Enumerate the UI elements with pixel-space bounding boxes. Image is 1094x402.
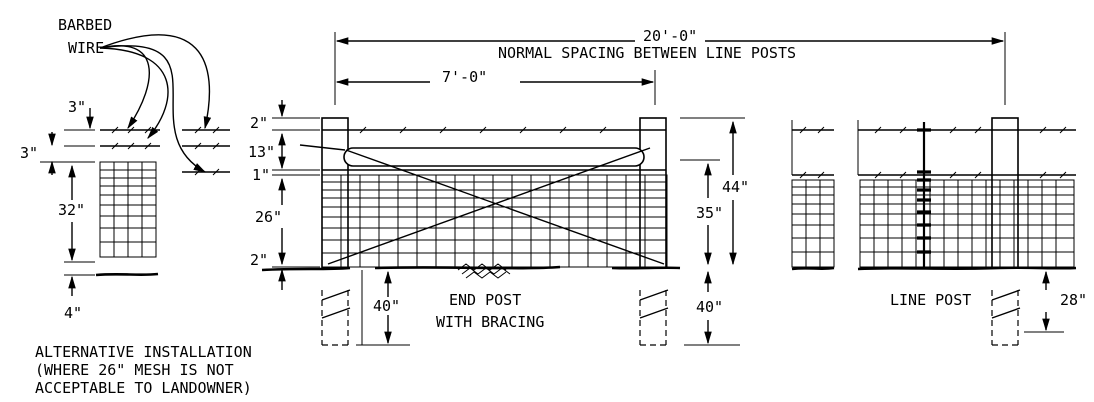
horizontal-brace: [343, 147, 645, 167]
alt-ground: [95, 272, 159, 277]
alt-barbed-wires: [100, 126, 230, 176]
alt-dim-4in: 4": [64, 304, 82, 322]
dim-28in: 28": [1060, 291, 1087, 309]
brace-post: [639, 117, 667, 269]
span-20ft-note: NORMAL SPACING BETWEEN LINE POSTS: [498, 44, 796, 62]
alt-dim-32in: 32": [58, 201, 85, 219]
alt-note-line3: ACCEPTABLE TO LANDOWNER): [35, 379, 252, 397]
wire-stay: [917, 122, 931, 267]
end-post-dimensions: [272, 100, 410, 346]
alt-note-line1: ALTERNATIVE INSTALLATION: [35, 343, 252, 361]
barbed-wire-label-line2: WIRE: [68, 39, 104, 57]
buried-line-post: [991, 289, 1021, 346]
alt-dim-3in-second: 3": [20, 144, 38, 162]
alt-mesh: [99, 161, 157, 258]
end-post-mesh: [321, 174, 668, 268]
dim-26in: 26": [255, 208, 282, 226]
end-post: [321, 117, 349, 269]
diagonal-brace-1: [327, 147, 651, 265]
line-post-label: LINE POST: [890, 291, 971, 309]
line-post-section: 28" LINE POST: [857, 117, 1087, 346]
dim-44in: 44": [722, 178, 749, 196]
fence-mid-section: [791, 120, 835, 271]
alternative-installation: BARBED WIRE: [20, 16, 252, 397]
barbed-wire-label-line1: BARBED: [58, 16, 112, 34]
dim-35in: 35": [696, 204, 723, 222]
alt-dim-3in-top: 3": [68, 98, 86, 116]
diagonal-brace-2: [345, 149, 665, 265]
buried-end-post: [321, 289, 351, 346]
end-post-assembly: 20'-0" NORMAL SPACING BETWEEN LINE POSTS…: [248, 27, 1006, 346]
dim-13in: 13": [248, 143, 275, 161]
height-dimensions: [680, 117, 745, 346]
dim-2in-bottom: 2": [250, 251, 268, 269]
end-ground: [261, 265, 681, 272]
dim-40in-brace: 40": [696, 298, 723, 316]
end-post-label-line2: WITH BRACING: [436, 313, 544, 331]
dim-2in-top: 2": [250, 114, 268, 132]
line-ground: [857, 266, 1077, 271]
barbed-wire-leaders: [99, 34, 212, 173]
buried-brace-post: [639, 289, 669, 346]
alt-note-line2: (WHERE 26" MESH IS NOT: [35, 361, 234, 379]
span-7ft-label: 7'-0": [442, 68, 487, 86]
span-20ft-label: 20'-0": [643, 27, 697, 45]
dim-40in-end: 40": [373, 297, 400, 315]
end-post-label-line1: END POST: [449, 291, 521, 309]
line-post-dimensions: [1024, 270, 1064, 333]
alt-dimensions: [40, 108, 95, 296]
concrete-anchor-hatch: [457, 263, 511, 279]
dim-1in: 1": [252, 166, 270, 184]
